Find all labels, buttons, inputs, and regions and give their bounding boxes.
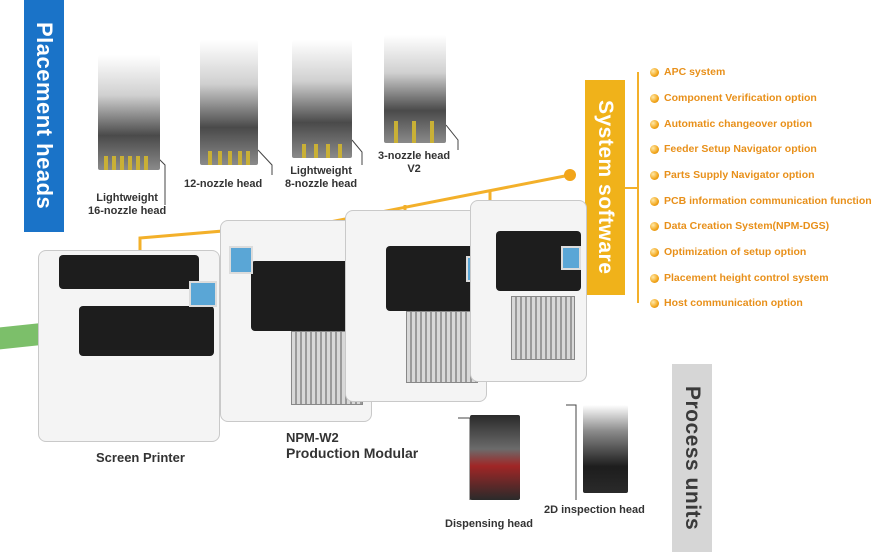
bullet-icon [650, 298, 659, 308]
bullet-icon [650, 196, 659, 206]
software-item: Component Verification option [650, 89, 817, 107]
bullet-icon [650, 221, 659, 231]
bullet-icon [650, 273, 659, 283]
software-item: Automatic changeover option [650, 115, 812, 133]
head-8-nozzle-image [292, 40, 352, 158]
dispensing-label: Dispensing head [445, 518, 534, 530]
feeder-bank [406, 311, 478, 383]
npm-module-2 [345, 210, 487, 402]
head-3-label: 3-nozzle head V2 [378, 150, 451, 175]
software-item: Optimization of setup option [650, 243, 806, 261]
inspection-label: 2D inspection head [544, 504, 645, 516]
inspection-head-image [583, 405, 628, 493]
software-item: Parts Supply Navigator option [650, 166, 815, 184]
network-node [564, 169, 576, 181]
printer-top [59, 255, 199, 289]
process-units-banner: Process units [672, 364, 712, 552]
placement-heads-title: Placement heads [32, 22, 57, 210]
head-12-nozzle-image [200, 40, 258, 165]
dispensing-head-image [470, 415, 520, 500]
npm-desc-label: Production Modular [286, 445, 419, 461]
software-item: Data Creation System(NPM-DGS) [650, 217, 829, 235]
printer-front [79, 306, 214, 356]
head-16-label: Lightweight 16-nozzle head [88, 192, 167, 217]
software-item: APC system [650, 63, 725, 81]
npm-model-label: NPM-W2 [286, 430, 339, 445]
head-12-label: 12-nozzle head [184, 178, 263, 190]
npm-module-3 [470, 200, 587, 382]
software-item: PCB information communication function [650, 192, 872, 210]
module-monitor [229, 246, 253, 274]
bullet-icon [650, 144, 659, 154]
system-software-title: System software [594, 100, 617, 275]
screen-printer-machine [38, 250, 220, 442]
printer-monitor [189, 281, 217, 307]
feeder-bank [511, 296, 575, 360]
head-16-nozzle-image [98, 55, 160, 170]
bullet-icon [650, 93, 659, 103]
bullet-icon [650, 247, 659, 257]
head-3-nozzle-image [384, 35, 446, 143]
placement-heads-banner: Placement heads [24, 0, 64, 232]
bullet-icon [650, 67, 659, 77]
software-item: Placement height control system [650, 269, 829, 287]
software-item: Host communication option [650, 294, 803, 312]
head-8-label: Lightweight 8-nozzle head [285, 165, 358, 190]
system-software-banner: System software [585, 80, 625, 295]
process-units-title: Process units [681, 385, 704, 531]
software-item: Feeder Setup Navigator option [650, 140, 817, 158]
bullet-icon [650, 119, 659, 129]
printer-label: Screen Printer [96, 450, 185, 465]
module-monitor [561, 246, 581, 270]
bullet-icon [650, 170, 659, 180]
